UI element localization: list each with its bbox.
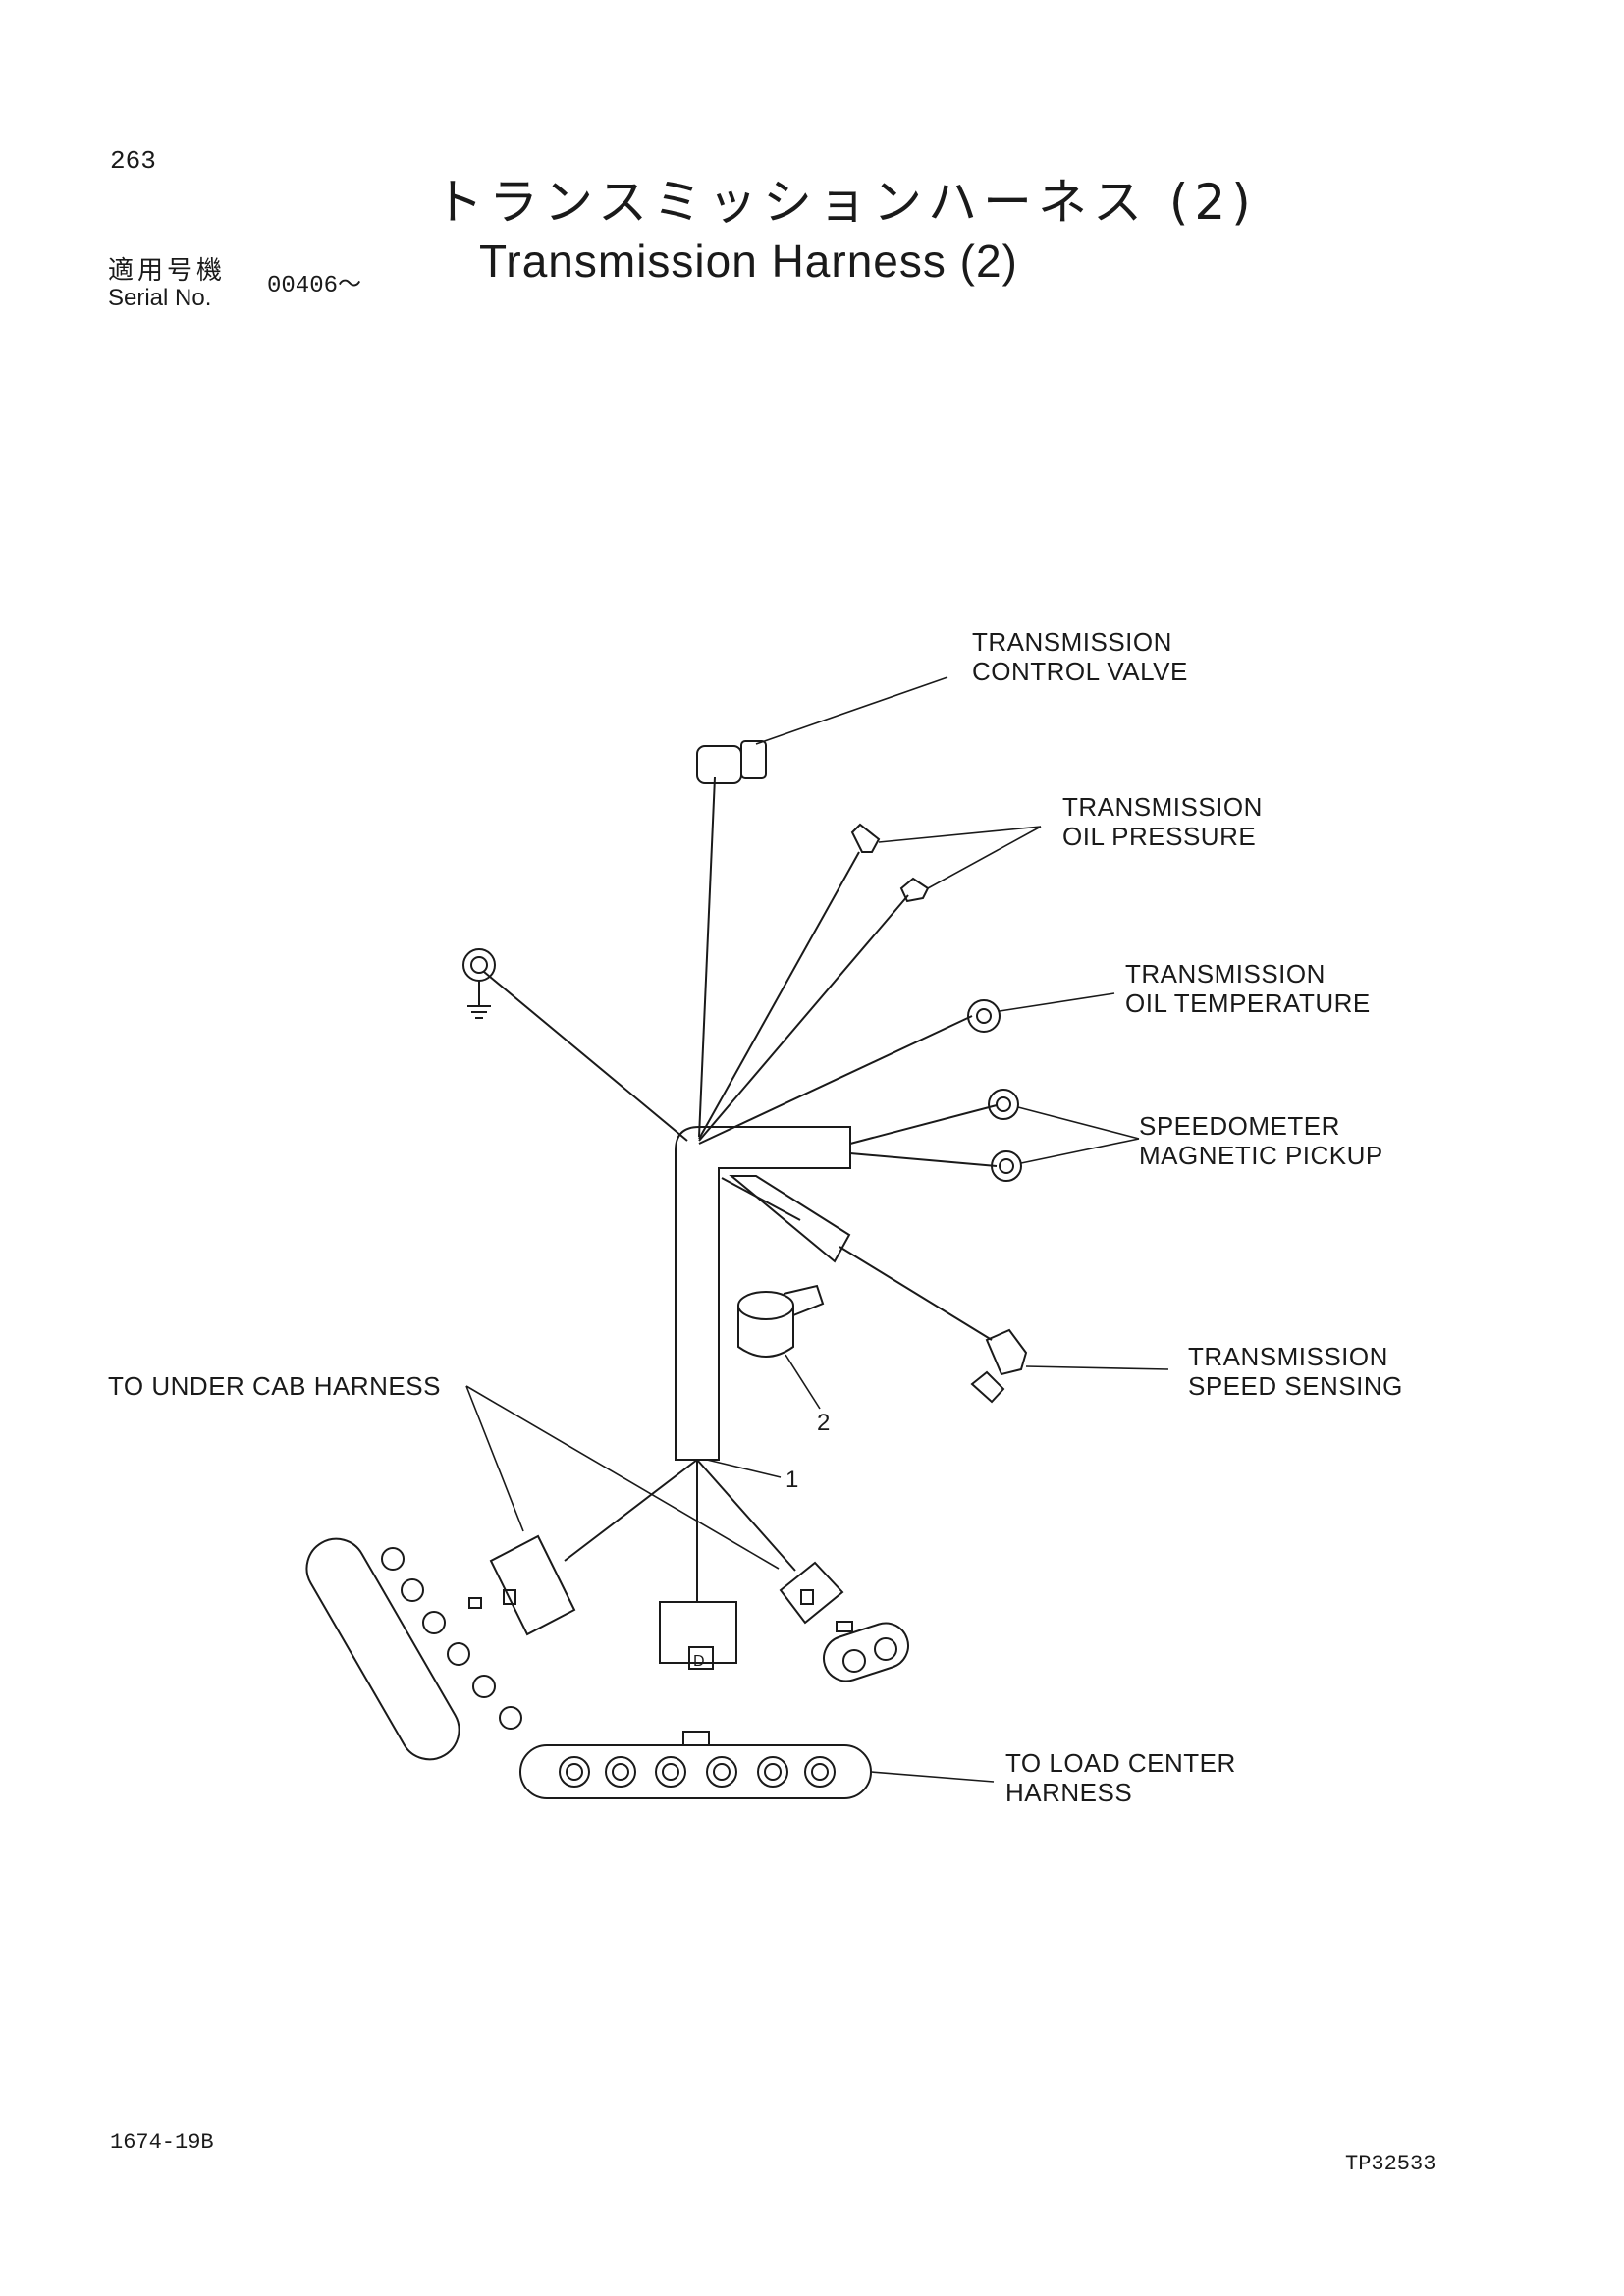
label-speedometer-line1: SPEEDOMETER xyxy=(1139,1111,1340,1141)
speedometer-sensors xyxy=(989,1090,1139,1181)
ground-terminal xyxy=(463,949,495,1018)
oil-temperature-sensor xyxy=(968,993,1114,1032)
rect-connectors xyxy=(491,1536,842,1669)
label-oil-temperature-line1: TRANSMISSION xyxy=(1125,959,1326,988)
label-speedometer: SPEEDOMETER MAGNETIC PICKUP xyxy=(1139,1111,1383,1171)
title-english: Transmission Harness (2) xyxy=(479,236,1018,287)
footer-drawing-number: TP32533 xyxy=(1345,2152,1436,2176)
label-speedometer-line2: MAGNETIC PICKUP xyxy=(1139,1140,1383,1170)
label-speed-sensing-line2: SPEED SENSING xyxy=(1188,1370,1403,1401)
label-control-valve: TRANSMISSION CONTROL VALVE xyxy=(972,627,1188,687)
label-oil-temperature: TRANSMISSION OIL TEMPERATURE xyxy=(1125,959,1371,1019)
clamp-part-2 xyxy=(738,1286,823,1409)
label-control-valve-line2: CONTROL VALVE xyxy=(972,656,1188,686)
label-oil-temperature-line2: OIL TEMPERATURE xyxy=(1125,988,1371,1018)
label-load-center-line2: HARNESS xyxy=(1005,1777,1133,1807)
label-oil-pressure-line1: TRANSMISSION xyxy=(1062,792,1263,822)
harness-main-sheath xyxy=(676,1127,850,1460)
speed-sensing-branch xyxy=(731,1176,1168,1402)
serial-number-value: 00406～ xyxy=(267,273,362,299)
two-pin-connector xyxy=(818,1618,914,1687)
serial-label-english: Serial No. xyxy=(108,285,212,311)
oil-pressure-connectors xyxy=(852,825,1041,901)
footer-figure-code: 1674-19B xyxy=(110,2130,214,2155)
label-control-valve-line1: TRANSMISSION xyxy=(972,627,1172,657)
label-load-center: TO LOAD CENTER HARNESS xyxy=(1005,1748,1236,1808)
callout-part-1: 1 xyxy=(785,1467,798,1493)
callout-part-2: 2 xyxy=(817,1410,830,1436)
under-cab-leaders xyxy=(466,1386,779,1569)
angled-six-pin-connector xyxy=(297,1528,521,1771)
title-japanese: トランスミッションハーネス (2) xyxy=(434,174,1257,231)
load-center-connector xyxy=(520,1732,994,1798)
label-under-cab-harness: TO UNDER CAB HARNESS xyxy=(108,1371,441,1401)
label-oil-pressure-line2: OIL PRESSURE xyxy=(1062,821,1257,851)
label-speed-sensing: TRANSMISSION SPEED SENSING xyxy=(1188,1342,1403,1402)
label-oil-pressure: TRANSMISSION OIL PRESSURE xyxy=(1062,792,1263,852)
connector-mark-d: D xyxy=(693,1653,705,1670)
control-valve-connector xyxy=(697,677,947,783)
branch-wires xyxy=(484,777,997,1220)
lower-wires xyxy=(565,1460,795,1602)
page-number: 263 xyxy=(110,146,156,176)
label-load-center-line1: TO LOAD CENTER xyxy=(1005,1748,1236,1778)
serial-label-japanese: 適用号機 xyxy=(108,256,227,286)
label-speed-sensing-line1: TRANSMISSION xyxy=(1188,1342,1388,1371)
